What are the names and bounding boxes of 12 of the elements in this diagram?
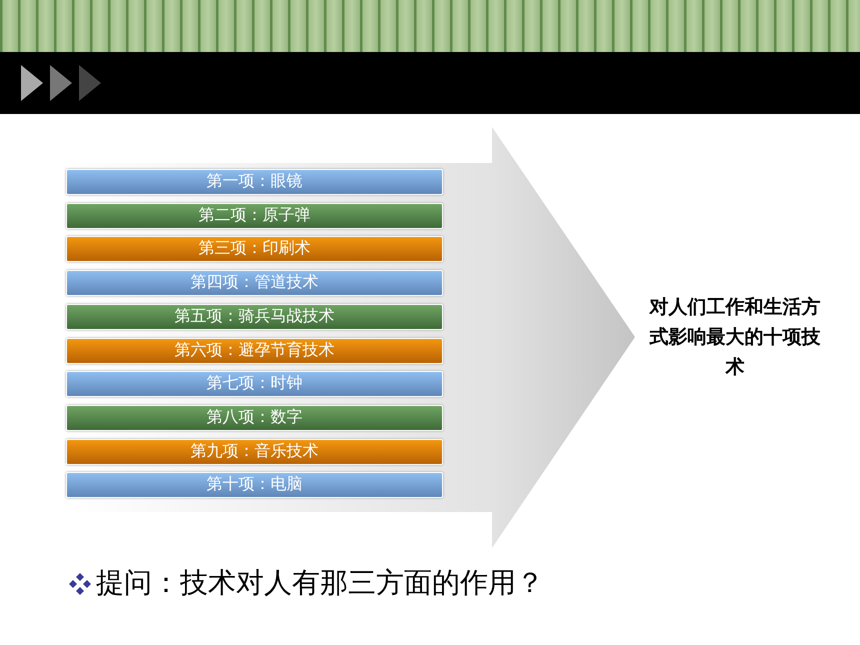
technology-bar: 第七项：时钟 [66, 371, 443, 398]
technology-bar: 第四项：管道技术 [66, 270, 443, 296]
question-text: 提问：技术对人有那三方面的作用？ [96, 567, 544, 601]
arrow-caption: 对人们工作和生活方式影响最大的十项技术 [648, 296, 822, 380]
technology-bar: 第一项：眼镜 [66, 169, 443, 195]
technology-bar: 第九项：音乐技术 [66, 438, 443, 465]
technology-bar: 第八项：数字 [66, 404, 443, 431]
technology-bar: 第十项：电脑 [66, 472, 443, 498]
technology-bar: 第五项：骑兵马战技术 [66, 304, 443, 330]
technology-bar: 第三项：印刷术 [66, 236, 443, 262]
technology-bar: 第六项：避孕节育技术 [66, 338, 443, 364]
technology-bar: 第二项：原子弹 [66, 202, 443, 229]
